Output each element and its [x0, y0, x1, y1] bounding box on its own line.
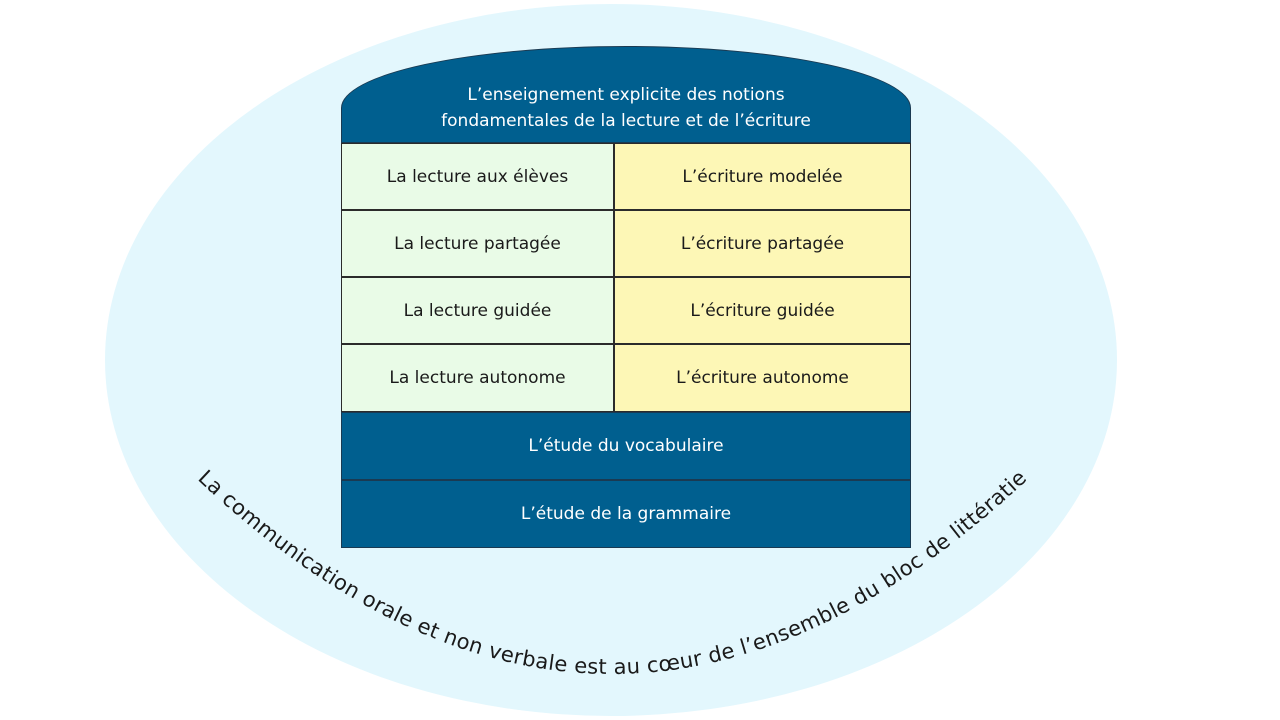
- reading-cell-aloud: La lecture aux élèves: [341, 143, 614, 210]
- literacy-block: L’enseignement explicite des notions fon…: [341, 46, 911, 548]
- reading-cell-independent: La lecture autonome: [341, 344, 614, 412]
- arc-caption: La communication orale et non verbale es…: [194, 465, 1032, 679]
- dome-line-1: L’enseignement explicite des notions: [467, 85, 785, 105]
- reading-cell-shared: La lecture partagée: [341, 210, 614, 277]
- writing-cell-independent: L’écriture autonome: [614, 344, 911, 412]
- writing-cell-shared: L’écriture partagée: [614, 210, 911, 277]
- vocabulary-band: L’étude du vocabulaire: [341, 412, 911, 480]
- arc-caption-path: La communication orale et non verbale es…: [194, 465, 1031, 679]
- writing-cell-guided: L’écriture guidée: [614, 277, 911, 344]
- explicit-teaching-dome: L’enseignement explicite des notions fon…: [341, 46, 911, 143]
- dome-line-2: fondamentales de la lecture et de l’écri…: [441, 111, 811, 131]
- grammar-band: L’étude de la grammaire: [341, 480, 911, 548]
- reading-cell-guided: La lecture guidée: [341, 277, 614, 344]
- writing-cell-modeled: L’écriture modelée: [614, 143, 911, 210]
